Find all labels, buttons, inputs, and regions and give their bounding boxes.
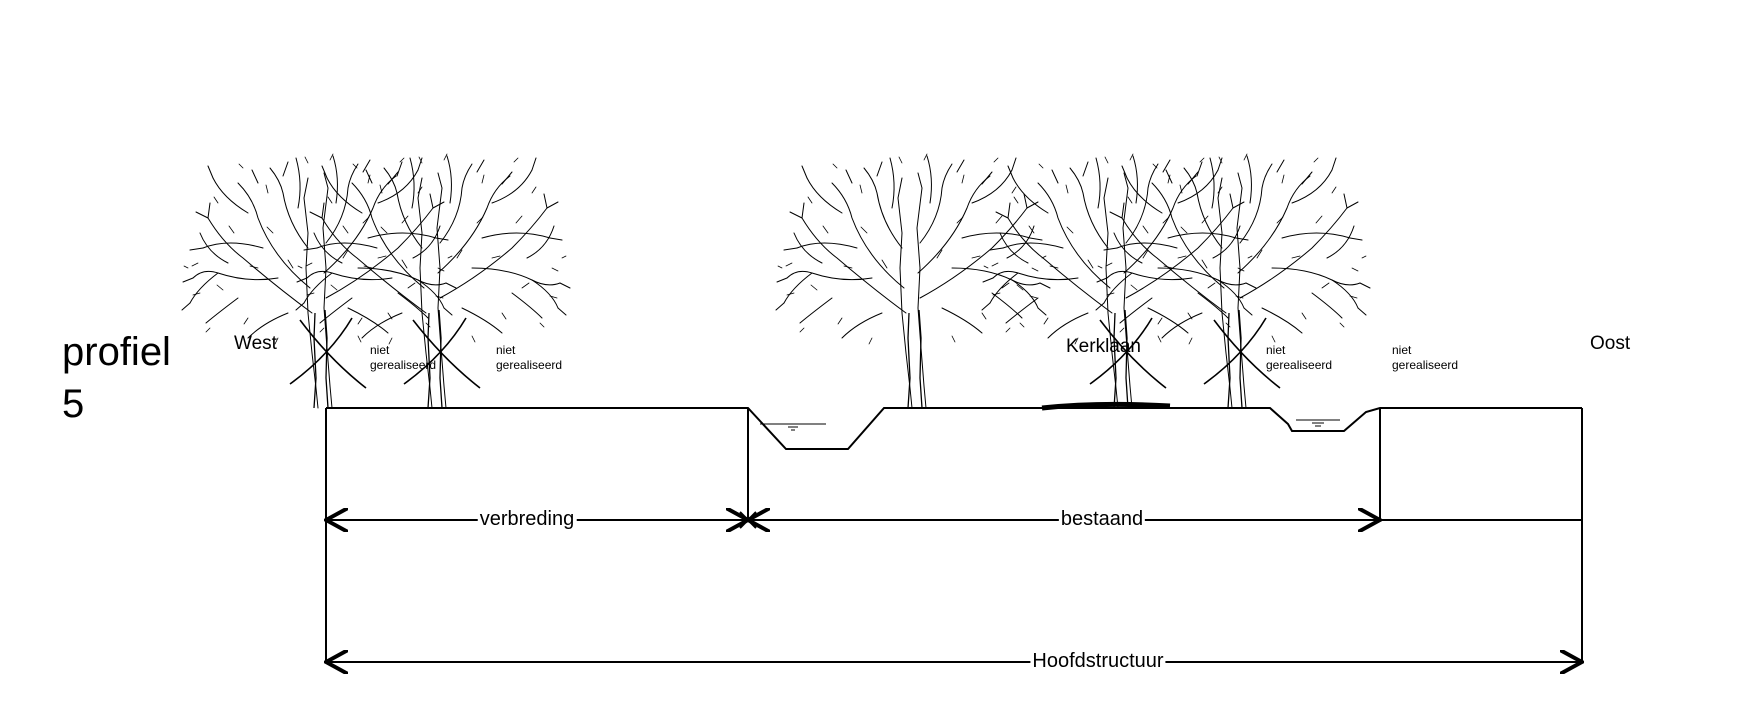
profile-title-line-1: profiel — [62, 330, 171, 374]
tree-note-2: niet gerealiseerd — [496, 343, 563, 372]
existing-dimension-label: bestaand — [1058, 508, 1146, 530]
road-name-label: Kerklaan — [1066, 336, 1141, 357]
west-label: West — [234, 333, 277, 354]
widening-dimension-label: verbreding — [477, 508, 577, 530]
cross-mark-1 — [289, 317, 367, 389]
road-surface — [1041, 401, 1171, 411]
water-level-right — [1296, 419, 1340, 427]
cross-mark-2 — [403, 317, 481, 389]
tree-4 — [981, 153, 1257, 409]
tree-note-1: niet gerealiseerd — [370, 343, 437, 372]
tree-note-4: niet gerealiseerd — [1392, 343, 1459, 372]
ground-profile — [326, 407, 1582, 450]
cross-mark-4 — [1203, 317, 1281, 389]
main-structure-dimension-label: Hoofdstructuur — [1030, 650, 1166, 672]
profile-title-line-2: 5 — [62, 382, 85, 426]
widening-tick-mark — [739, 511, 757, 529]
tree-note-3: niet gerealiseerd — [1266, 343, 1333, 372]
water-level-left — [760, 423, 826, 431]
east-label: Oost — [1590, 333, 1631, 354]
cross-mark-3 — [1089, 317, 1167, 389]
